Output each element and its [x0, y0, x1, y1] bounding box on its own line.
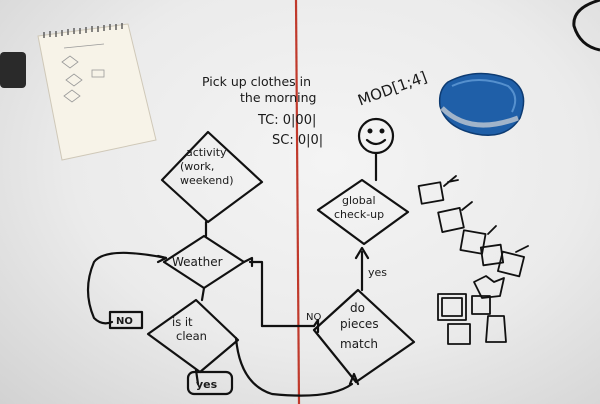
- note-line-1: Pick up clothes in: [202, 74, 311, 89]
- note-line-2: the morning: [240, 90, 316, 105]
- match-label-2: pieces: [340, 317, 379, 331]
- right-flowchart: [312, 178, 416, 386]
- match-label-3: match: [340, 337, 378, 351]
- left-flowchart: [86, 130, 354, 397]
- global-label-2: check-up: [334, 208, 384, 221]
- match-label-1: do: [350, 301, 365, 315]
- sc-note: SC: 0|0|: [272, 133, 323, 148]
- tc-note: TC: 0|00|: [257, 113, 316, 128]
- eraser-icon: [438, 72, 525, 136]
- red-divider-line: [294, 0, 301, 404]
- global-label-1: global: [342, 194, 376, 207]
- clean-label-2: clean: [176, 329, 207, 343]
- activity-diamond: [160, 130, 264, 224]
- notepad-icon: [37, 23, 157, 161]
- no-mid-label: NO: [306, 312, 321, 323]
- activity-label-1: activity: [186, 146, 227, 159]
- no-left-label: NO: [116, 316, 133, 327]
- activity-label-2: (work,: [180, 160, 214, 173]
- pieces-match-diamond: [312, 288, 416, 384]
- yes-bottom-label: yes: [196, 378, 218, 391]
- activity-label-3: weekend): [180, 174, 234, 187]
- smiley-icon: [357, 117, 395, 182]
- scribble-note: MOD[1;4]: [355, 68, 429, 110]
- weather-label: Weather: [172, 255, 223, 269]
- clothing-doodles-icon: [417, 175, 529, 345]
- yes-right-label: yes: [368, 266, 387, 279]
- device-edge: [0, 52, 26, 88]
- global-checkup-diamond: [316, 178, 410, 246]
- clean-label-1: is it: [172, 315, 193, 329]
- cable-icon: [572, 0, 600, 52]
